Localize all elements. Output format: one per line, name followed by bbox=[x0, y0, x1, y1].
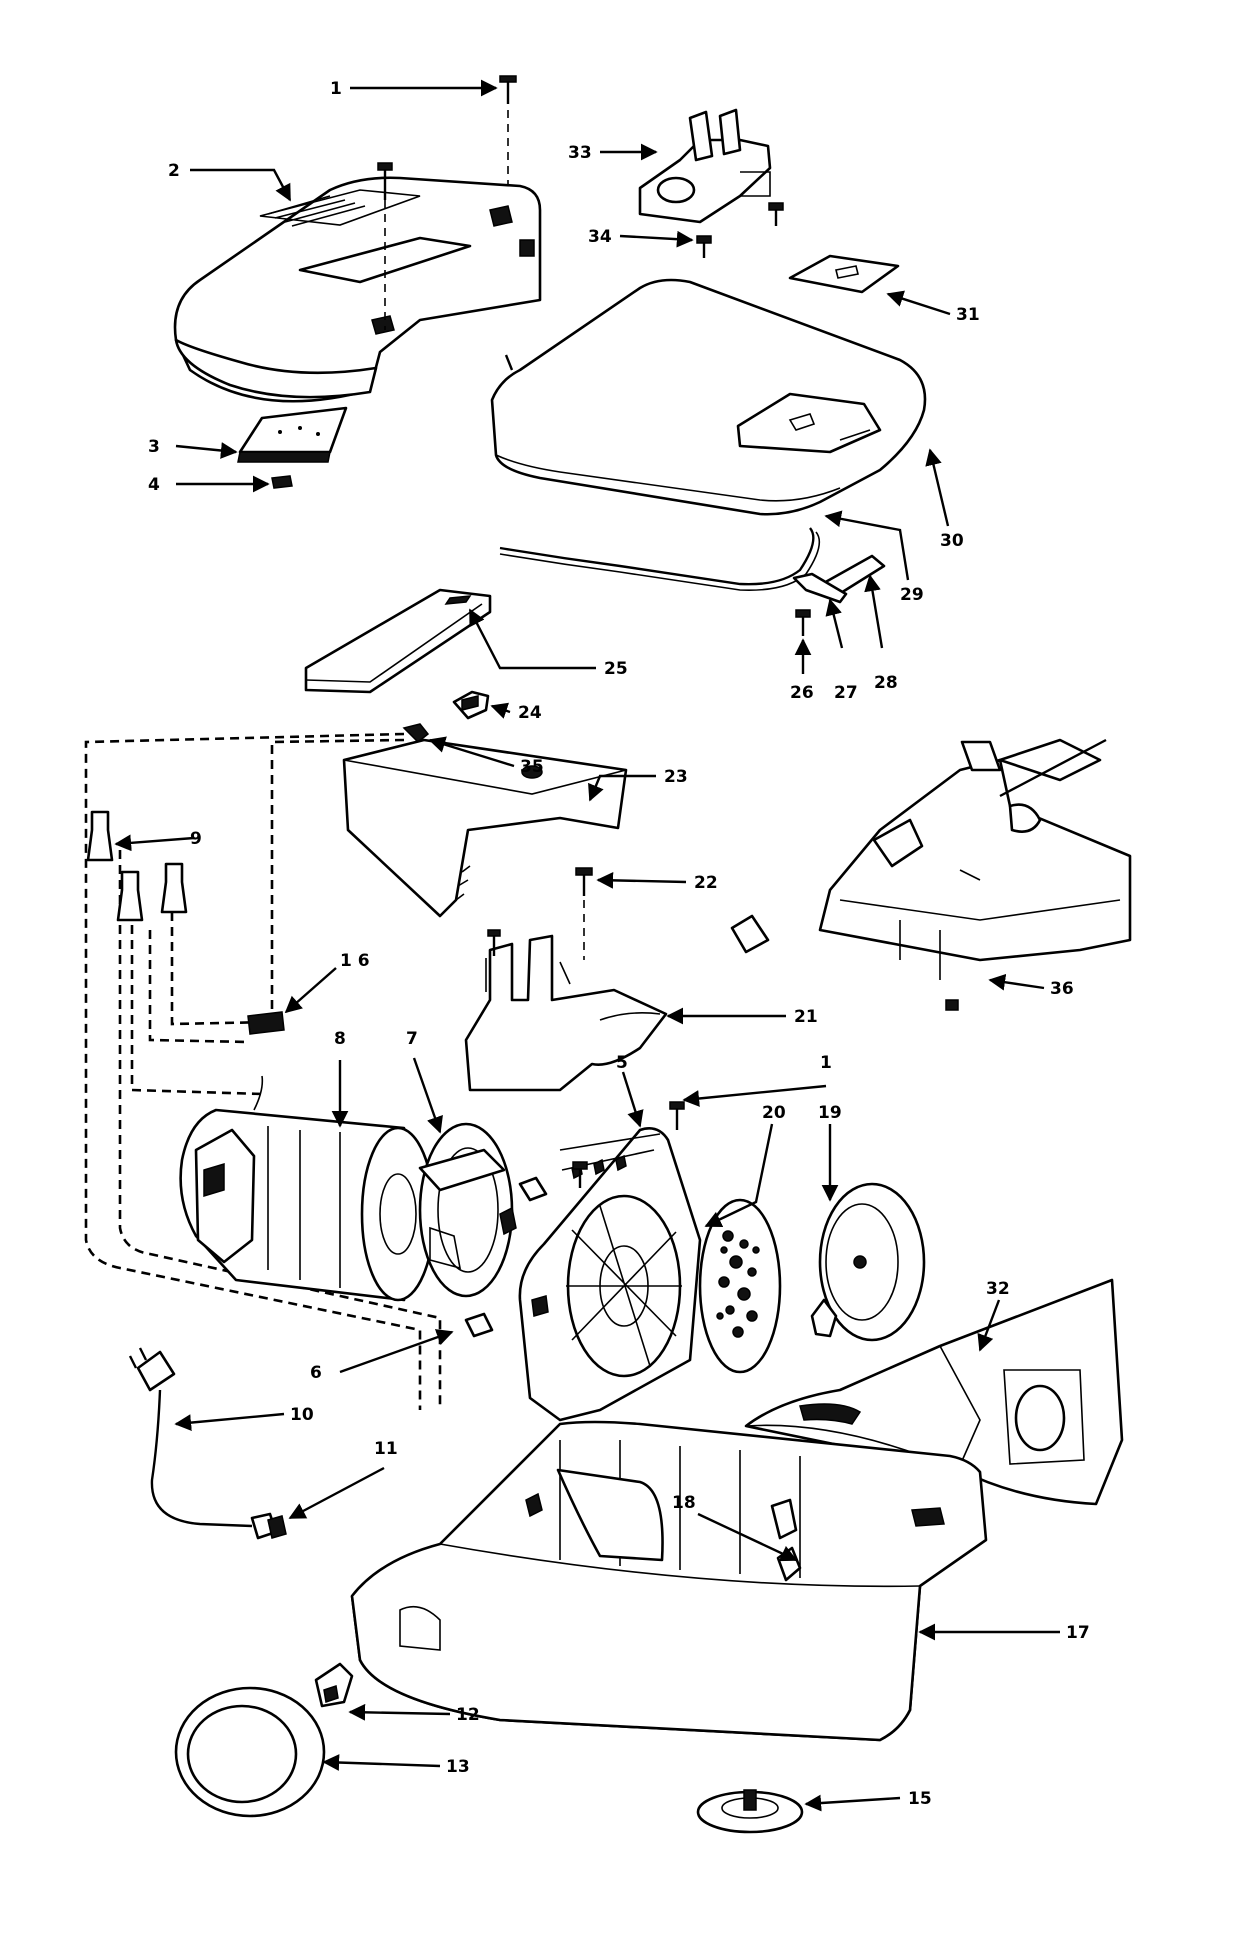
callout-23: 23 bbox=[664, 767, 688, 787]
chamber-screw bbox=[572, 1161, 588, 1188]
callout-2: 2 bbox=[168, 161, 180, 181]
callout-13: 13 bbox=[446, 1757, 470, 1777]
callout-1: 1 bbox=[330, 79, 342, 99]
disc-part-20 bbox=[810, 1182, 926, 1342]
callout-7: 7 bbox=[406, 1029, 418, 1049]
filter-disc-part-19 bbox=[698, 1198, 782, 1374]
clip-part-4 bbox=[271, 475, 293, 489]
bracket-screw bbox=[768, 202, 784, 226]
callout-10: 10 bbox=[290, 1405, 314, 1425]
handle-cover-part-25 bbox=[304, 588, 492, 694]
callout-27: 27 bbox=[834, 683, 858, 703]
callout-25: 25 bbox=[604, 659, 628, 679]
power-cord-part-10 bbox=[128, 1347, 287, 1540]
nozzle-assembly-part-36 bbox=[730, 738, 1132, 1011]
caster-part-15 bbox=[696, 1789, 804, 1834]
plate-part-31 bbox=[788, 254, 900, 294]
screw-part-26 bbox=[795, 609, 811, 636]
fan-chamber-part-5 bbox=[518, 1127, 702, 1422]
callout-21: 21 bbox=[794, 1007, 818, 1027]
callout-20: 20 bbox=[762, 1103, 786, 1123]
callout-8: 8 bbox=[334, 1029, 346, 1049]
callout-4: 4 bbox=[148, 475, 160, 495]
callout-1-lower: 1 bbox=[820, 1053, 832, 1073]
callout-17: 17 bbox=[1066, 1623, 1090, 1643]
callout-16: 1 6 bbox=[340, 951, 370, 971]
callout-36: 36 bbox=[1050, 979, 1074, 999]
callout-22: 22 bbox=[694, 873, 718, 893]
callout-15: 15 bbox=[908, 1789, 932, 1809]
bag-cover-part-30 bbox=[490, 278, 927, 516]
screw-part-22 bbox=[575, 867, 593, 960]
axle-bracket-part-12 bbox=[314, 1662, 354, 1708]
spring-clip-part-27 bbox=[792, 572, 848, 604]
callout-18: 18 bbox=[672, 1493, 696, 1513]
bag-part-32 bbox=[744, 1278, 1124, 1506]
motor-part-8 bbox=[179, 1075, 436, 1302]
hood-screw bbox=[377, 162, 393, 330]
callout-33: 33 bbox=[568, 143, 592, 163]
terminal-part-16 bbox=[247, 1011, 285, 1035]
fan-ring-part-7 bbox=[418, 1122, 517, 1298]
callout-30: 30 bbox=[940, 531, 964, 551]
callout-19: 19 bbox=[818, 1103, 842, 1123]
callout-12: 12 bbox=[456, 1705, 480, 1725]
filter-part-3 bbox=[237, 406, 348, 463]
callout-34: 34 bbox=[588, 227, 612, 247]
wire-connector-part-9 bbox=[86, 810, 188, 922]
screw-part-34 bbox=[696, 235, 712, 258]
leader-lines bbox=[114, 79, 1060, 1812]
spacer bbox=[518, 1176, 548, 1202]
gasket-part-29 bbox=[499, 527, 815, 586]
motor-bracket-part-21 bbox=[464, 934, 668, 1092]
connector-part-35 bbox=[402, 723, 430, 744]
callout-28: 28 bbox=[874, 673, 898, 693]
callout-29: 29 bbox=[900, 585, 924, 605]
callout-labels: 1 2 3 4 33 34 31 30 29 28 27 26 25 24 35… bbox=[148, 79, 1090, 1809]
callout-11: 11 bbox=[374, 1439, 398, 1459]
bracket-screw-21 bbox=[487, 929, 501, 956]
callout-5: 5 bbox=[616, 1053, 628, 1073]
callout-26: 26 bbox=[790, 683, 814, 703]
wheel-part-13 bbox=[174, 1686, 326, 1818]
bushing-part-6 bbox=[464, 1312, 494, 1338]
hood-cover-part-2 bbox=[173, 176, 542, 403]
screw-part-1-lower bbox=[669, 1101, 685, 1130]
callout-35: 35 bbox=[520, 757, 544, 777]
handle-bracket-part-33 bbox=[638, 108, 772, 224]
callout-24: 24 bbox=[518, 703, 542, 723]
callout-3: 3 bbox=[148, 437, 160, 457]
switch-part-24 bbox=[452, 690, 490, 720]
callout-9: 9 bbox=[190, 829, 202, 849]
callout-32: 32 bbox=[986, 1279, 1010, 1299]
callout-31: 31 bbox=[956, 305, 980, 325]
base-housing-part-17 bbox=[350, 1420, 988, 1742]
callout-6: 6 bbox=[310, 1363, 322, 1383]
motor-cover-part-23 bbox=[342, 738, 628, 918]
